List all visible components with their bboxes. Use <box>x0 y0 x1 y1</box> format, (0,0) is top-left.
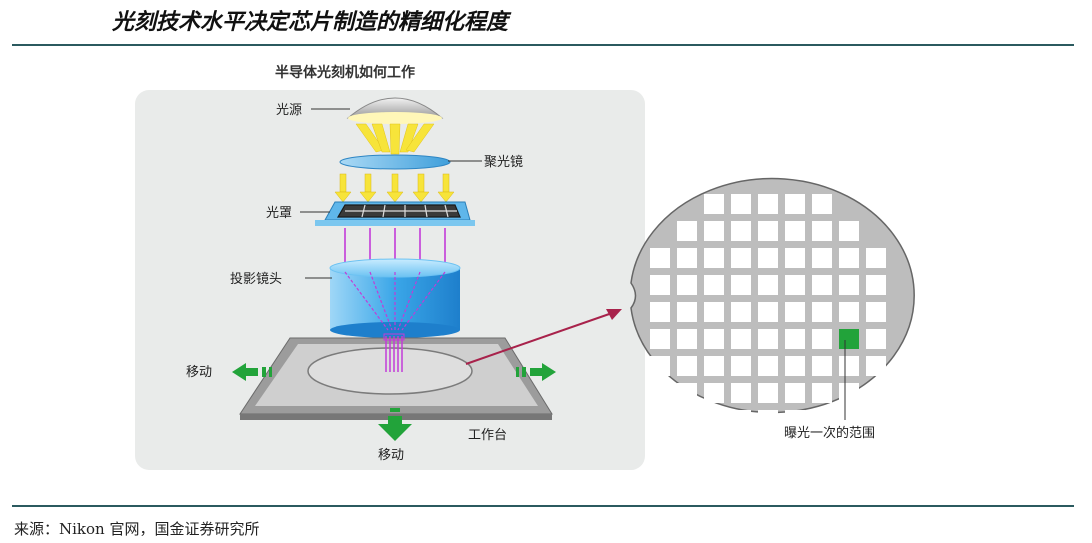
beam-bundle <box>385 336 403 372</box>
die-cell <box>812 383 832 403</box>
beam-focus <box>383 333 405 341</box>
die-cell <box>677 275 697 295</box>
die-cell <box>731 302 751 322</box>
die-cell <box>758 356 778 376</box>
die-cell <box>812 329 832 349</box>
label-exposure-area: 曝光一次的范围 <box>784 425 875 441</box>
die-cell <box>785 302 805 322</box>
die-cell <box>731 194 751 214</box>
die-cell <box>731 356 751 376</box>
move-arrows <box>232 363 556 441</box>
die-cell <box>812 356 832 376</box>
die-cell <box>812 410 832 430</box>
label-projection-lens: 投影镜头 <box>230 271 282 287</box>
die-cell <box>812 221 832 241</box>
die-cell <box>839 383 859 403</box>
die-cell <box>758 383 778 403</box>
exposed-die <box>839 329 859 349</box>
exposure-beams-lower <box>344 271 446 331</box>
die-cell <box>839 248 859 268</box>
light-source-glow <box>348 112 442 124</box>
die-cell <box>704 221 724 241</box>
die-cell <box>731 383 751 403</box>
zoom-pointer-line <box>465 311 616 365</box>
die-cell <box>731 329 751 349</box>
die-cell <box>758 221 778 241</box>
die-cell <box>785 410 805 430</box>
bottom-divider <box>12 505 1074 507</box>
die-cell <box>812 194 832 214</box>
die-cell <box>866 329 886 349</box>
photomask-grid <box>336 204 461 218</box>
die-cell <box>731 221 751 241</box>
die-cell <box>812 248 832 268</box>
die-cell <box>866 248 886 268</box>
die-cell <box>758 329 778 349</box>
label-condenser: 聚光镜 <box>484 155 523 170</box>
label-mask: 光罩 <box>266 206 292 221</box>
die-cell <box>839 221 859 241</box>
die-cell <box>677 302 697 322</box>
die-cell <box>677 248 697 268</box>
die-cell <box>650 329 670 349</box>
die-cell <box>866 275 886 295</box>
die-cell <box>650 275 670 295</box>
die-cell <box>731 248 751 268</box>
die-cell <box>785 248 805 268</box>
die-cell <box>758 302 778 322</box>
die-cell <box>785 275 805 295</box>
label-stage: 工作台 <box>468 428 507 443</box>
mask-base <box>315 220 475 226</box>
die-cell <box>812 275 832 295</box>
die-cell <box>650 248 670 268</box>
diagram-title: 半导体光刻机如何工作 <box>275 65 415 81</box>
die-cell <box>704 410 724 430</box>
die-cell <box>731 275 751 295</box>
die-cell <box>758 275 778 295</box>
die-cell <box>704 248 724 268</box>
die-grid <box>650 194 886 430</box>
die-cell <box>866 356 886 376</box>
die-cell <box>785 329 805 349</box>
leader-lines <box>300 108 846 420</box>
die-cell <box>704 356 724 376</box>
die-cell <box>758 194 778 214</box>
die-cell <box>704 275 724 295</box>
label-move-bottom: 移动 <box>378 448 404 463</box>
die-cell <box>677 383 697 403</box>
die-cell <box>731 410 751 430</box>
source-note: 来源：Nikon 官网，国金证券研究所 <box>14 520 260 538</box>
light-rays <box>355 123 435 155</box>
die-cell <box>704 329 724 349</box>
exposure-beams-upper <box>344 228 446 262</box>
top-divider <box>12 44 1074 46</box>
die-cell <box>758 248 778 268</box>
light-arrows <box>334 173 455 203</box>
die-cell <box>785 383 805 403</box>
condenser-lens <box>339 154 451 170</box>
die-cell <box>839 302 859 322</box>
die-cell <box>650 356 670 376</box>
die-cell <box>704 194 724 214</box>
die-cell <box>785 221 805 241</box>
die-cell <box>677 329 697 349</box>
label-light-source: 光源 <box>276 103 302 118</box>
die-cell <box>704 302 724 322</box>
die-cell <box>704 383 724 403</box>
die-cell <box>866 302 886 322</box>
die-cell <box>812 302 832 322</box>
die-cell <box>677 221 697 241</box>
die-cell <box>839 356 859 376</box>
die-cell <box>650 302 670 322</box>
die-cell <box>677 356 697 376</box>
die-cell <box>785 356 805 376</box>
page-title: 光刻技术水平决定芯片制造的精细化程度 <box>112 9 509 35</box>
label-move-left: 移动 <box>186 365 212 380</box>
die-cell <box>758 410 778 430</box>
zoom-pointer-head <box>606 309 622 320</box>
die-cell <box>785 194 805 214</box>
die-cell <box>839 275 859 295</box>
